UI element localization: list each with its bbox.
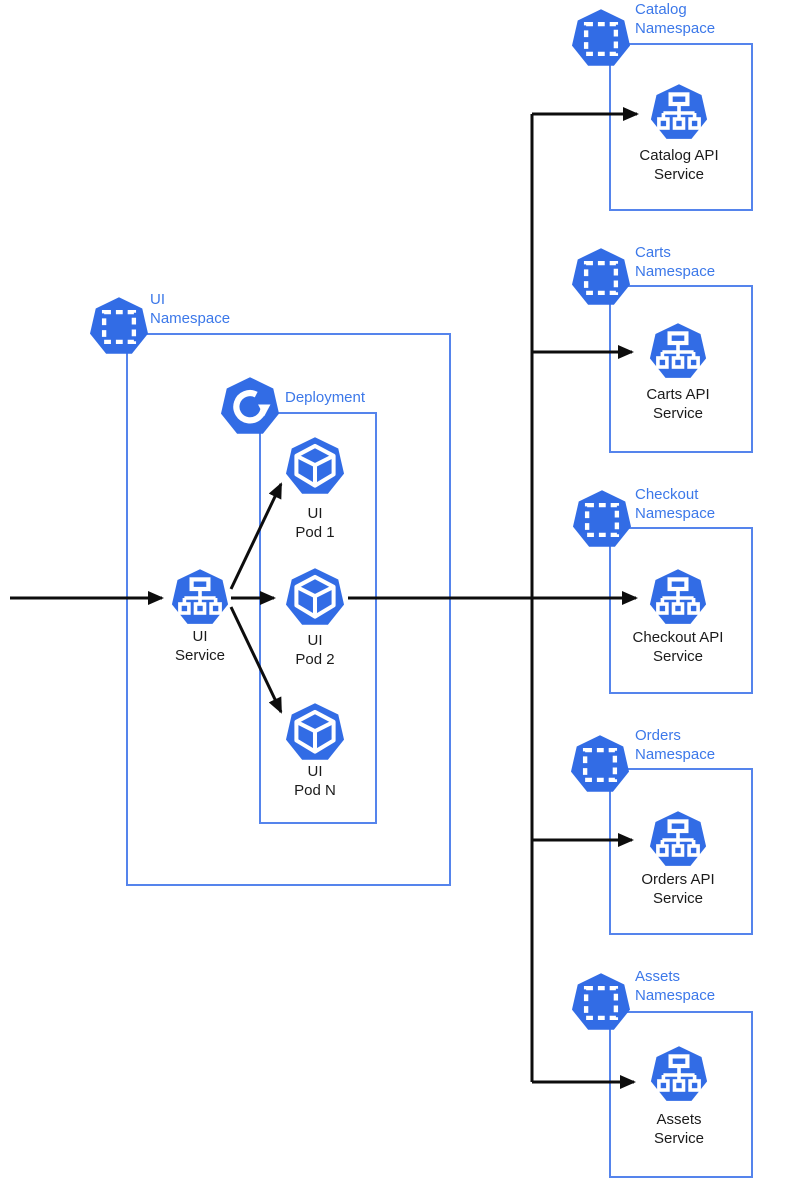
orders-namespace-label: Orders Namespace xyxy=(635,727,716,763)
catalog-api-service-label: Catalog API Service xyxy=(639,147,719,183)
deployment-label: Deployment xyxy=(285,389,366,406)
checkout-namespace-label: Checkout Namespace xyxy=(635,486,716,522)
carts-namespace-label: Carts Namespace xyxy=(635,244,716,280)
catalog-api-service-icon xyxy=(650,84,708,139)
checkout-namespace-icon xyxy=(572,490,632,547)
orders-api-service-label: Orders API Service xyxy=(641,871,715,907)
carts-api-service-icon xyxy=(649,323,707,378)
ui-namespace-label: UI Namespace xyxy=(150,291,231,327)
connector-service-to-pod1 xyxy=(229,482,283,590)
ui-pod-2-label: UI Pod 2 xyxy=(295,632,335,668)
deployment-box xyxy=(259,412,377,824)
assets-namespace-label: Assets Namespace xyxy=(635,968,716,1004)
catalog-namespace-box xyxy=(609,43,753,211)
ui-namespace-icon xyxy=(89,297,149,354)
ui-service-label: UI Service xyxy=(174,628,226,664)
orders-namespace-box xyxy=(609,768,753,935)
connector-service-to-podN xyxy=(229,606,283,714)
assets-service-label: Assets Service xyxy=(653,1111,705,1147)
assets-namespace-box xyxy=(609,1011,753,1178)
orders-api-service-icon xyxy=(649,811,707,866)
catalog-namespace-icon xyxy=(571,9,631,66)
deployment-icon xyxy=(220,377,280,434)
assets-namespace-icon xyxy=(571,973,631,1030)
carts-api-service-label: Carts API Service xyxy=(646,386,710,422)
orders-namespace-icon xyxy=(570,735,630,792)
catalog-namespace-label: Catalog Namespace xyxy=(635,1,716,37)
checkout-api-service-label: Checkout API Service xyxy=(632,629,724,665)
ui-pod-n-label: UI Pod N xyxy=(294,763,336,799)
checkout-namespace-box xyxy=(609,527,753,694)
assets-service-icon xyxy=(650,1046,708,1101)
carts-namespace-box xyxy=(609,285,753,453)
carts-namespace-icon xyxy=(571,248,631,305)
ui-pod-1-label: UI Pod 1 xyxy=(295,505,335,541)
ui-namespace-box xyxy=(126,333,451,886)
checkout-api-service-icon xyxy=(649,569,707,624)
